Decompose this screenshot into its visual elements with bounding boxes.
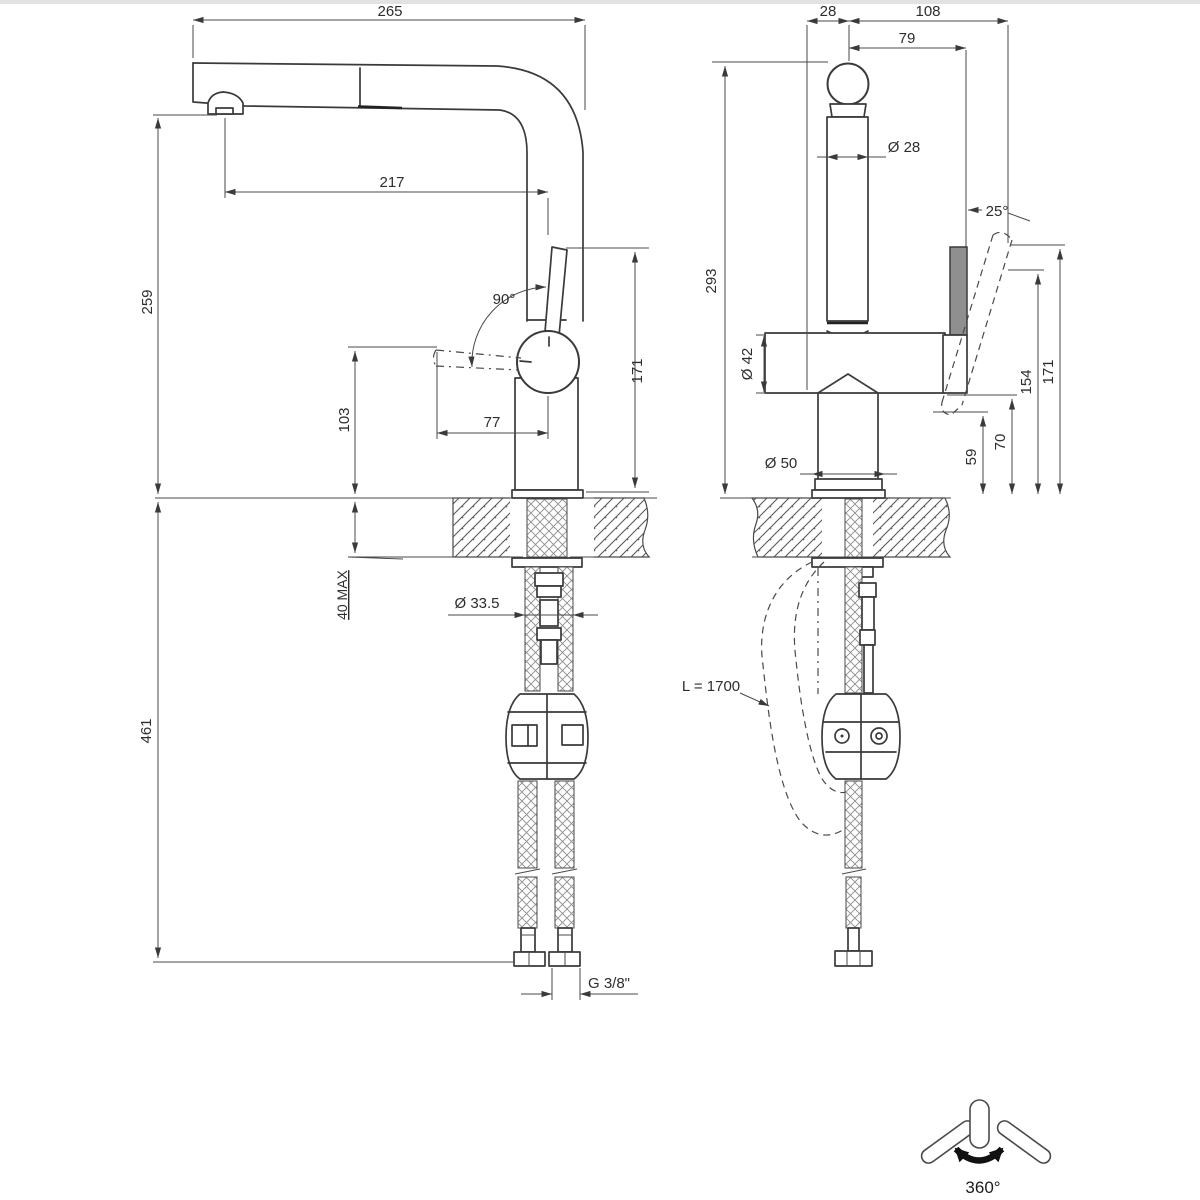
faucet-side-view: 265 217 259 103 77 90° 171 40 MAX bbox=[138, 3, 649, 1000]
dim-lever-reach: 108 bbox=[915, 3, 940, 20]
dim-hole-diameter: Ø 33.5 bbox=[454, 595, 499, 612]
front-view-body bbox=[712, 50, 1031, 499]
spout-position-right bbox=[996, 1120, 1052, 1164]
supply-hoses-side bbox=[513, 780, 581, 967]
top-strip bbox=[0, 0, 1200, 4]
lever-pivot-housing bbox=[942, 334, 968, 394]
dim-body-height-side: 171 bbox=[629, 358, 646, 383]
hose-weight-side bbox=[505, 693, 589, 780]
pullout-hose-connectors bbox=[534, 572, 564, 665]
aerator-front bbox=[829, 103, 867, 118]
dim-spout-reach: 217 bbox=[379, 174, 404, 191]
rotation-label: 360° bbox=[965, 1178, 1000, 1197]
lever-closed-front bbox=[949, 246, 968, 336]
lever-tilted-front bbox=[941, 231, 1013, 416]
dim-body-bottom-height: 70 bbox=[992, 434, 1009, 451]
dim-lever-pivot-offset: 79 bbox=[899, 30, 916, 47]
dim-supply-thread: G 3/8" bbox=[588, 975, 630, 992]
pullout-head-seam bbox=[357, 105, 403, 110]
pullout-hose-loop bbox=[761, 561, 848, 836]
supply-hose-front bbox=[834, 780, 873, 967]
side-view-under-counter bbox=[505, 498, 589, 967]
label-hose-length: L = 1700 bbox=[682, 678, 740, 695]
side-view-dimensions: 265 217 259 103 77 90° 171 40 MAX bbox=[138, 3, 649, 1000]
dim-spout-height: 259 bbox=[139, 289, 156, 314]
hose-weight-front bbox=[821, 693, 901, 780]
dim-lever-mid-height: 154 bbox=[1018, 369, 1035, 394]
rotation-arrow bbox=[953, 1146, 1005, 1164]
lever-open-position bbox=[432, 349, 522, 371]
dim-rear-offset: 28 bbox=[820, 3, 837, 20]
dim-lever-tilt-angle: 25° bbox=[986, 203, 1009, 220]
dim-spout-diameter: Ø 28 bbox=[888, 139, 921, 156]
lever-side bbox=[544, 246, 568, 337]
dim-lever-tip-height: 171 bbox=[1040, 359, 1057, 384]
dim-body-diameter: Ø 42 bbox=[739, 348, 756, 381]
spout-end-front bbox=[826, 62, 870, 106]
dim-overall-reach: 265 bbox=[377, 3, 402, 20]
spout-position-center bbox=[969, 1099, 990, 1149]
front-view-under-counter: L = 1700 bbox=[682, 498, 901, 967]
riser-column bbox=[826, 116, 869, 322]
dim-total-height: 293 bbox=[703, 268, 720, 293]
dim-counter-thickness: 40 MAX bbox=[334, 569, 350, 619]
front-view-dimensions: 28 108 79 Ø 28 293 25° Ø 42 Ø 50 bbox=[703, 3, 1065, 494]
dim-open-angle: 90° bbox=[493, 291, 516, 308]
rotation-360-icon: 360° bbox=[920, 1099, 1052, 1197]
dim-lever-offset: 77 bbox=[484, 414, 501, 431]
dim-open-lever-height: 103 bbox=[336, 407, 353, 432]
dim-lever-bottom-height: 59 bbox=[963, 449, 980, 466]
mixer-body-front bbox=[764, 332, 946, 394]
dim-under-counter-depth: 461 bbox=[138, 718, 155, 743]
supply-fittings-front bbox=[858, 582, 877, 694]
dim-base-diameter: Ø 50 bbox=[765, 455, 798, 472]
faucet-front-view: L = 1700 28 bbox=[682, 3, 1065, 967]
